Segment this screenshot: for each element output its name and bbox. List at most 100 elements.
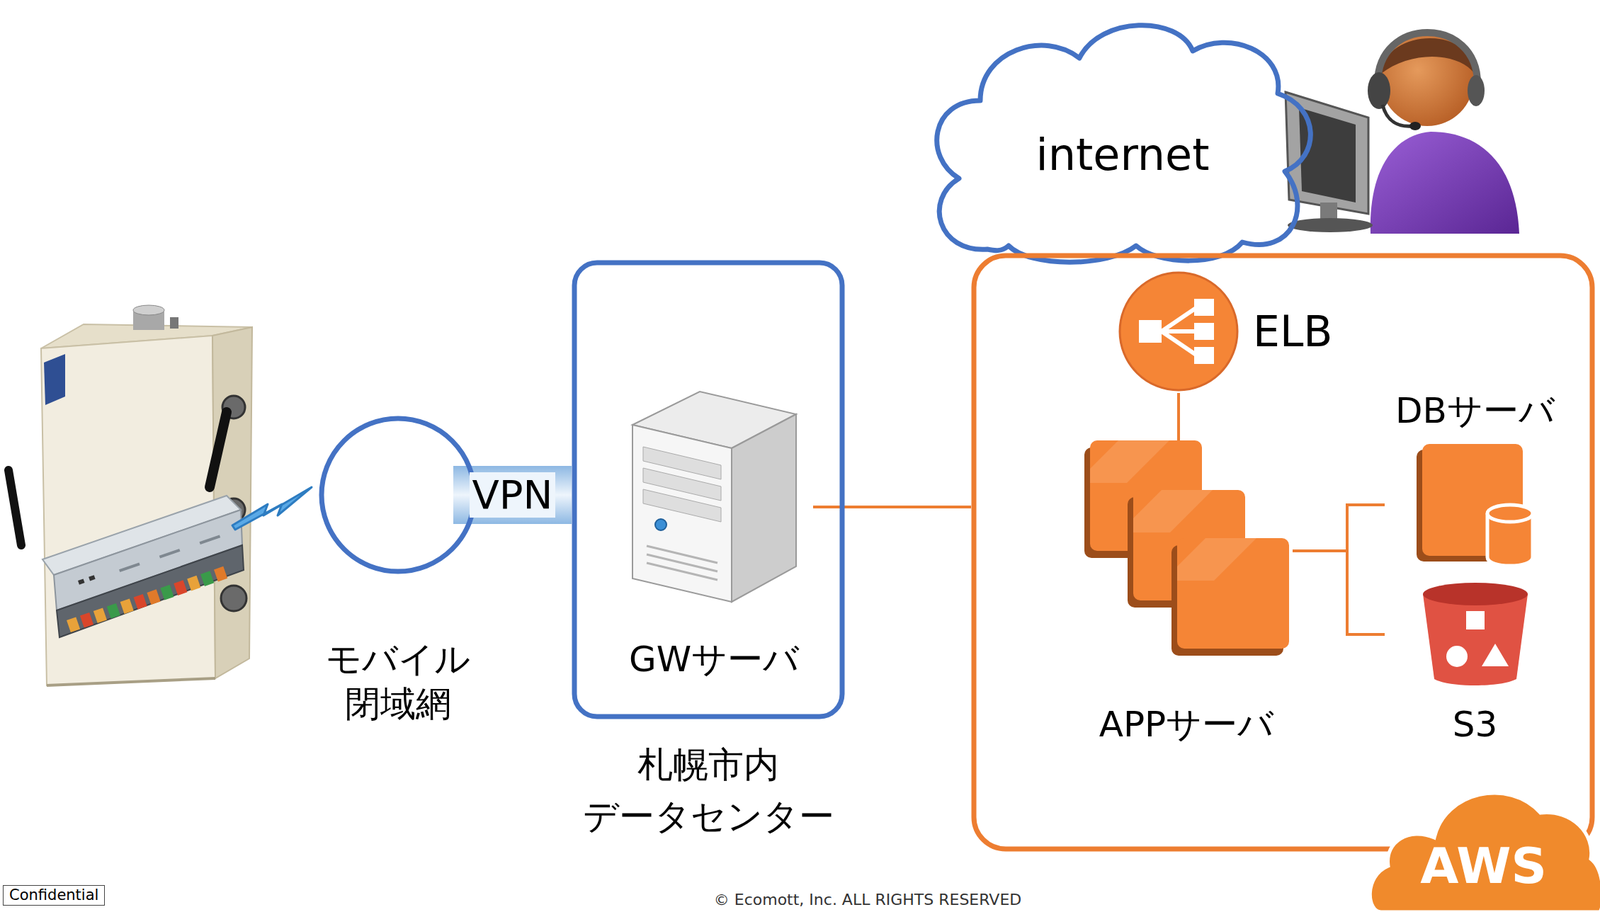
s3-bucket-icon-part [1466,611,1485,630]
elb-icon-part [1194,298,1214,316]
operator-figure-part [1382,104,1414,127]
s3-bucket-icon [1421,581,1530,686]
connector-line [1177,393,1180,441]
server-icon-part [643,489,722,523]
node-label: APPサーバ [1080,702,1293,747]
ec2-stack-icon-part [1133,490,1213,533]
load-balancer: ELB [1117,270,1341,394]
server-icon-part [632,424,732,603]
elb-icon-part [1138,320,1162,343]
app-servers: APPサーバ [1080,440,1293,753]
server-icon-part [646,546,718,564]
s3-storage: S3 [1384,577,1566,755]
operator-figure-part [1367,72,1391,110]
elb-icon-part [1161,331,1197,356]
confidential-mark: Confidential [2,885,105,906]
vpn-tunnel [453,466,572,525]
lte-terminal-part-part [77,578,85,585]
s3-bucket-icon-part [1422,594,1528,686]
lte-terminal-part-part [213,566,228,583]
boiler-unit-part [133,305,165,316]
node-label: DBサーバ [1384,388,1566,433]
lte-terminal-part-part [173,580,187,596]
ec2-stack-icon-part [1090,440,1170,484]
operator-figure-part [1467,75,1485,107]
operator-figure-part [1287,218,1373,233]
boiler-unit-part [43,354,66,406]
lte-terminal [8,412,244,638]
lte-terminal-part-part [160,585,174,601]
copyright-note: © Ecomott, Inc. ALL RIGHTS RESERVED [713,891,1022,910]
lte-terminal-part [56,545,244,638]
lte-terminal-part-part [146,589,161,605]
server-icon-part [646,563,718,581]
node-label: モバイル 閉域網 [318,637,479,726]
lte-terminal-part-part [80,612,94,629]
lte-terminal-part-part [88,575,96,581]
lte-terminal-part-part [159,548,181,559]
elb-icon-part [1194,347,1214,365]
server-icon-part [655,519,667,531]
node-label: GWサーバ [614,637,814,683]
server-icon-part [646,554,718,572]
s3-bucket-icon-part [1481,643,1509,667]
operator-figure [1285,32,1520,234]
node-label: internet [923,128,1322,182]
database-icon [1416,444,1535,567]
elb-icon-part [1119,272,1238,391]
elb-icon-part [1161,307,1197,332]
mobile-network: モバイル 閉域網 [318,414,479,719]
boiler-unit-part [220,585,247,612]
lte-terminal-part [77,532,221,587]
s3-bucket-icon-part [1446,645,1468,668]
lte-terminal-part-part [133,594,148,610]
ec2-stack-icon-part [1177,538,1257,581]
lte-terminal-part-part [120,598,134,615]
datacenter-outline-part [574,262,843,717]
connector-line [813,505,972,509]
connector-line [1292,505,1385,552]
node-label: S3 [1384,702,1566,747]
network-circle-part [321,418,475,572]
datacenter-box: 札幌市内 データセンターGWサーバ [571,259,845,720]
radio-signal [232,487,312,530]
node-label: 札幌市内 データセンター [557,739,860,843]
gateway-server: GWサーバ [614,386,814,684]
boiler-unit-part [46,678,216,686]
aws-outline-part [973,255,1593,850]
server-icon-part [731,414,797,603]
server-icon [632,386,797,603]
lte-terminal-part [209,412,227,488]
node-label: ELB [1252,304,1333,359]
connector-line [1292,551,1385,635]
lte-terminal-part-part [200,570,214,587]
ec2-stack-icon [1084,440,1290,656]
operator-figure-part [1370,131,1520,234]
node-label: AWS [1366,836,1600,896]
elb-icon [1117,270,1240,393]
operator-figure-part [1377,32,1478,84]
ec2-stack-icon-part [1177,538,1290,649]
lte-terminal-part [66,566,228,633]
aws-region: AWSELBAPPサーバDBサーバS3 [971,252,1596,853]
boiler-unit [41,305,253,686]
operator-figure-part [1409,121,1421,131]
lte-terminal-part-part [106,603,121,620]
elb-icon-part [1194,322,1214,340]
database-icon-part [1487,505,1533,523]
lte-terminal-part [8,470,22,546]
lte-terminal-part-part [186,575,201,592]
boiler-unit-part [169,317,179,329]
network-circle [318,414,479,576]
edge-label: VPN [469,472,556,518]
lte-terminal-part-part [93,607,107,624]
radio-signal-part [232,487,312,530]
lte-terminal-part-part [66,616,81,633]
s3-bucket-icon-part [1422,582,1528,606]
lte-terminal-part-part [199,534,221,545]
db-server: DBサーバ [1384,386,1566,571]
internet-cloud: internet [923,15,1322,268]
